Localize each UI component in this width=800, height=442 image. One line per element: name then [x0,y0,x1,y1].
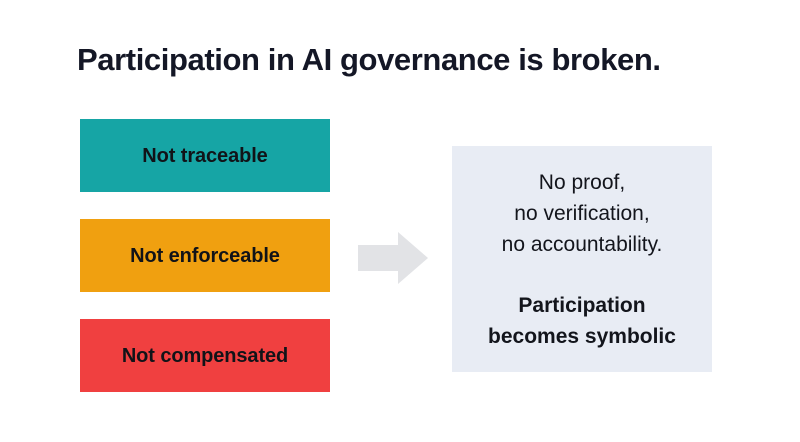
problem-block-label: Not enforceable [130,244,280,267]
problem-block-list: Not traceable Not enforceable Not compen… [80,119,330,392]
problem-block-label: Not compensated [121,344,289,367]
problem-block-not-enforceable: Not enforceable [80,219,330,292]
consequence-panel: No proof, no verification, no accountabi… [452,146,712,372]
page-title: Participation in AI governance is broken… [77,42,661,77]
problem-block-not-traceable: Not traceable [80,119,330,192]
right-arrow-icon [358,232,428,284]
problem-block-label: Not traceable [142,144,268,167]
consequence-secondary-text: Participation becomes symbolic [488,293,676,348]
problem-block-not-compensated: Not compensated [80,319,330,392]
consequence-primary-text: No proof, no verification, no accountabi… [501,170,663,256]
